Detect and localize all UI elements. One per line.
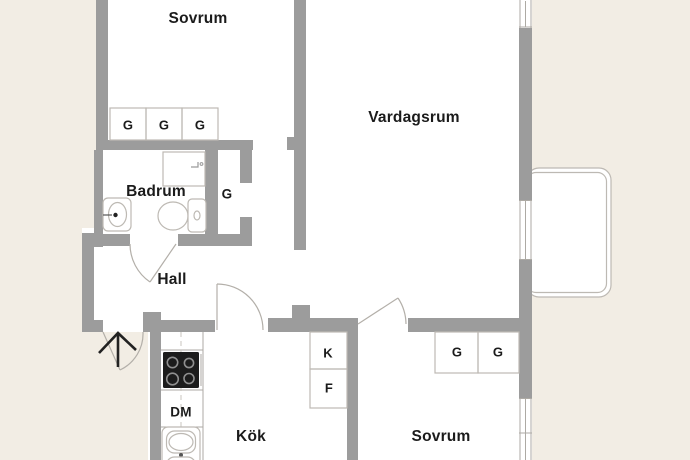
room-label-bathroom: Badrum bbox=[126, 183, 186, 200]
kitchen-counter bbox=[161, 332, 204, 460]
kitchen-sink bbox=[161, 426, 201, 460]
wall-bedroom-door-jamb bbox=[287, 137, 294, 150]
floor-bottom-block bbox=[148, 330, 532, 460]
wall-hall-bottom bbox=[82, 320, 103, 332]
wardrobe-box bbox=[181, 107, 219, 141]
wall-closet-right-bottom bbox=[240, 217, 252, 246]
kitchen-door-arc bbox=[216, 283, 264, 331]
balcony-outer bbox=[526, 167, 612, 298]
wall-bathroom-closet-divider bbox=[205, 150, 218, 246]
wardrobe-label: G bbox=[122, 117, 134, 133]
bathroom-door-arc bbox=[129, 243, 177, 283]
room-label-bedroom-top: Sovrum bbox=[168, 10, 228, 27]
wall-closet-right-top bbox=[240, 140, 252, 183]
toilet bbox=[157, 198, 207, 233]
wall-right-upper bbox=[519, 28, 532, 200]
windows bbox=[519, 0, 532, 460]
fridge-label: K bbox=[323, 345, 333, 361]
shower-faucet-icon bbox=[191, 162, 199, 168]
wall-living-room-door-jamb bbox=[292, 305, 310, 318]
bedroom-bottom-door-arc bbox=[357, 297, 407, 325]
wall-right-lower bbox=[519, 260, 532, 398]
closet-label: G bbox=[221, 186, 233, 202]
wall-bathroom-left bbox=[94, 150, 103, 236]
wall-living-room-left bbox=[294, 0, 306, 250]
room-label-bedroom-bottom: Sovrum bbox=[411, 428, 471, 445]
room-label-hall: Hall bbox=[157, 271, 187, 288]
room-label-living-room: Vardagsrum bbox=[368, 109, 460, 126]
dishwasher-label: DM bbox=[170, 404, 192, 420]
entrance-arrow bbox=[98, 331, 137, 367]
wardrobe-label: G bbox=[451, 344, 463, 360]
freezer-box bbox=[309, 368, 348, 409]
wardrobe-label: G bbox=[492, 344, 504, 360]
shower bbox=[162, 151, 206, 187]
freezer-label: F bbox=[324, 380, 334, 396]
wardrobe-boxes bbox=[109, 107, 520, 409]
bathroom-sink bbox=[102, 197, 132, 232]
window-bottom-right bbox=[519, 398, 532, 460]
door-swings bbox=[102, 243, 407, 371]
stove bbox=[163, 352, 202, 388]
wall-hall-left bbox=[82, 236, 94, 332]
bathroom-fixtures bbox=[102, 151, 207, 233]
wall-kitchen-top-mid bbox=[268, 318, 358, 332]
wall-bottom-right bbox=[408, 318, 532, 332]
balcony bbox=[526, 167, 612, 298]
walls bbox=[82, 0, 532, 460]
window-top-right bbox=[519, 0, 532, 28]
wall-bathroom-bottom-left bbox=[94, 234, 130, 246]
wall-kitchen-top-left bbox=[161, 320, 215, 332]
floor-main bbox=[96, 0, 532, 330]
wardrobe-label: G bbox=[158, 117, 170, 133]
wall-left-top bbox=[96, 0, 108, 150]
wall-kitchen-left bbox=[150, 318, 161, 460]
room-label-kitchen: Kök bbox=[236, 428, 266, 445]
wall-kitchen-bedroom-divider bbox=[347, 332, 358, 460]
wall-under-wardrobes bbox=[96, 140, 253, 150]
balcony-door bbox=[519, 200, 532, 260]
wardrobe-box bbox=[477, 331, 520, 374]
wardrobe-label: G bbox=[194, 117, 206, 133]
entrance-opening bbox=[103, 317, 143, 332]
